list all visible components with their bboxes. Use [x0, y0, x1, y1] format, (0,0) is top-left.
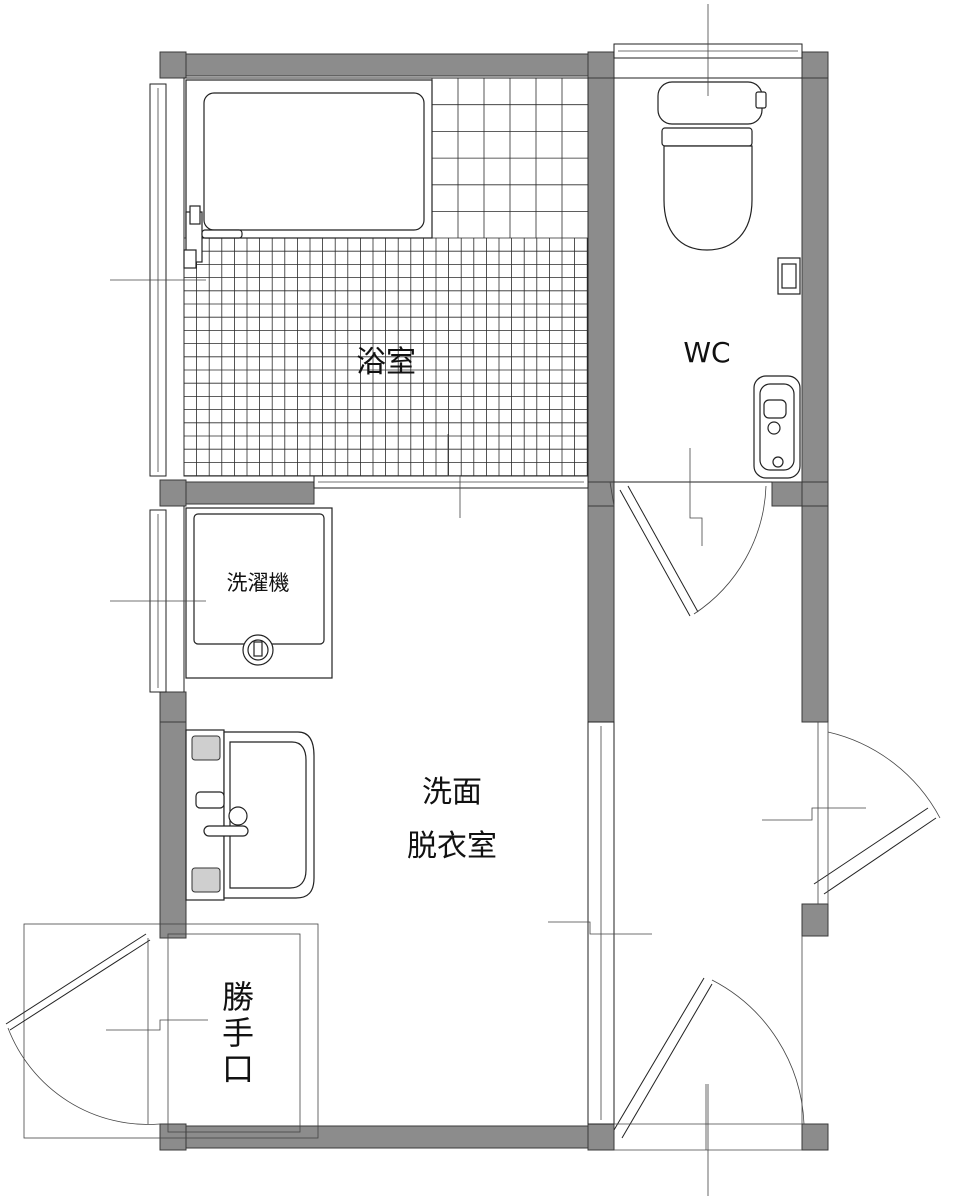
bath-tile-grid	[183, 77, 589, 477]
wall-top-right	[801, 51, 829, 79]
wc-handbasin-icon	[753, 375, 801, 479]
wall-right-wc	[801, 77, 829, 483]
wall-bottom-left	[159, 1123, 187, 1151]
paper-holder-icon	[777, 257, 801, 295]
washroom-sliding-door	[587, 721, 615, 1125]
toilet-icon	[657, 81, 767, 251]
wc-door	[609, 481, 767, 617]
wall-right-mid	[801, 505, 829, 723]
bathroom-label: 浴室	[356, 345, 416, 380]
wall-right-junction	[801, 481, 829, 507]
wall-center-mid	[587, 505, 615, 723]
bathtub-inner	[203, 92, 425, 231]
wall-wc-bottom-right	[771, 481, 803, 507]
wc-room: WC	[609, 77, 802, 617]
wall-right-bottom	[801, 1123, 829, 1151]
wall-bottom-span	[185, 1125, 589, 1149]
wall-center-upper	[587, 77, 615, 483]
wc-label: WC	[683, 336, 730, 369]
washroom: 洗濯機 洗面 脱衣室	[183, 506, 497, 901]
washroom-label-line2: 脱衣室	[407, 829, 497, 864]
walls	[159, 51, 829, 1151]
back-entrance-label-3: 口	[222, 1050, 254, 1088]
wall-center-junction	[587, 481, 615, 507]
wall-center-low	[587, 1123, 615, 1151]
vanity-sink-icon	[185, 729, 315, 901]
wall-left-wash-upper	[159, 691, 187, 723]
washing-machine-icon	[185, 507, 333, 679]
wall-right-door-jamb	[801, 903, 829, 937]
wall-left-bath-bottom	[159, 479, 187, 507]
wall-left-wash	[159, 721, 187, 939]
wall-top-bath	[159, 51, 187, 79]
washer-label: 洗濯機	[227, 571, 290, 595]
wall-bath-washroom	[185, 481, 315, 505]
wall-top-bath-span	[185, 53, 589, 77]
wall-top-mid	[587, 51, 615, 79]
bath-faucet-icon	[183, 205, 243, 269]
back-entrance-label-2: 手	[222, 1014, 254, 1052]
back-entrance: 勝 手 口	[5, 923, 319, 1139]
reference-marks	[106, 4, 866, 1196]
hall-doors	[613, 722, 941, 1151]
back-entrance-label-1: 勝	[222, 978, 254, 1016]
washroom-label-line1: 洗面	[422, 775, 482, 810]
